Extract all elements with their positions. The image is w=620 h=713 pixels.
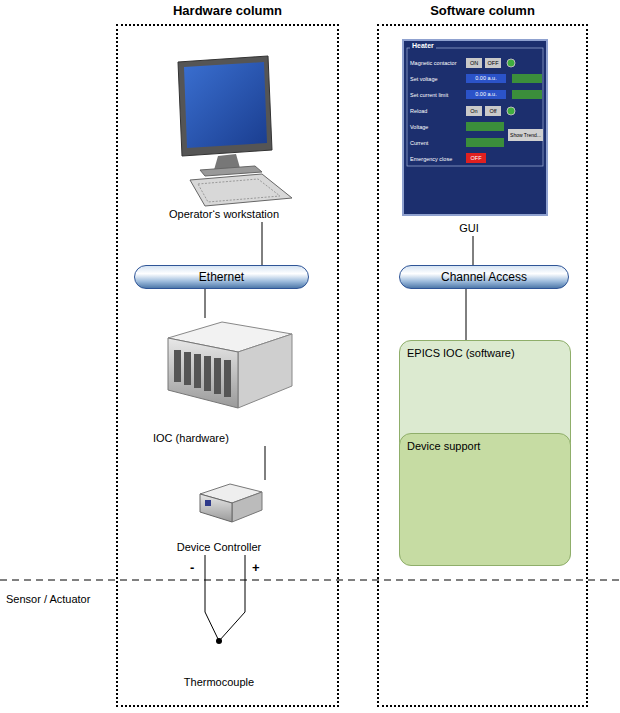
connector bbox=[473, 236, 474, 265]
button-label: OFF bbox=[466, 153, 486, 163]
junction-dot bbox=[216, 638, 222, 644]
button-label: OFF bbox=[485, 58, 501, 68]
connector bbox=[262, 222, 263, 265]
value-field: 0.00 a.u. bbox=[466, 90, 506, 99]
dotted-frame bbox=[116, 24, 339, 707]
boundary-line bbox=[0, 580, 620, 581]
node-label: Device Controller bbox=[153, 541, 285, 553]
button-label: Show Trend... bbox=[508, 129, 543, 141]
network-bus: Ethernet bbox=[134, 265, 309, 289]
field-label: Reload bbox=[410, 108, 427, 114]
node-label: GUI bbox=[388, 222, 550, 234]
node-label: Thermocouple bbox=[168, 676, 270, 688]
region-label: Sensor / Actuator bbox=[6, 593, 90, 605]
server-icon bbox=[168, 322, 292, 408]
field-label: Voltage bbox=[410, 124, 428, 130]
software-box: Device support bbox=[399, 433, 571, 566]
column-heading: Software column bbox=[377, 3, 588, 18]
polarity-label: + bbox=[252, 560, 260, 575]
connector bbox=[466, 289, 467, 340]
software-box: EPICS IOC (software) Device support bbox=[399, 340, 571, 565]
connector bbox=[205, 289, 206, 318]
column-frame: Hardware columnOperator‘s workstationEth… bbox=[116, 2, 339, 707]
column-frame: Software columnGUI Channel AccessEPICS IO… bbox=[377, 2, 588, 707]
column-heading: Hardware column bbox=[116, 3, 339, 18]
connector bbox=[265, 446, 266, 480]
polarity-label: - bbox=[190, 560, 194, 575]
value-field: 0.00 a.u. bbox=[466, 74, 506, 83]
node-label: Operator‘s workstation bbox=[138, 208, 310, 220]
workstation: Operator‘s workstation bbox=[138, 50, 310, 222]
field-label: Set current limit bbox=[410, 92, 448, 98]
connector bbox=[205, 555, 219, 641]
computer-icon bbox=[178, 56, 292, 206]
device-controller: Device Controller bbox=[153, 480, 285, 555]
field-label: Emergency close bbox=[410, 156, 452, 162]
button-label: On bbox=[466, 106, 482, 116]
thermocouple: Thermocouple bbox=[168, 638, 270, 690]
field-label: Set voltage bbox=[410, 76, 438, 82]
button-label: Off bbox=[485, 106, 501, 116]
panel-title: Heater bbox=[410, 42, 436, 50]
node-label: Device support bbox=[407, 440, 480, 452]
network-bus: Channel Access bbox=[399, 265, 569, 289]
node-label: Ethernet bbox=[199, 270, 244, 284]
node-label: Channel Access bbox=[441, 270, 527, 284]
node-label: IOC (hardware) bbox=[153, 432, 229, 444]
node-label: EPICS IOC (software) bbox=[407, 347, 515, 359]
connector bbox=[219, 555, 245, 641]
gui-screenshot bbox=[403, 40, 547, 215]
field-label: Magnetic contactor bbox=[410, 60, 456, 66]
field-label: Current bbox=[410, 140, 428, 146]
controller-icon bbox=[200, 484, 262, 522]
ioc-hardware: IOC (hardware) bbox=[149, 318, 289, 446]
button-label: ON bbox=[466, 58, 482, 68]
